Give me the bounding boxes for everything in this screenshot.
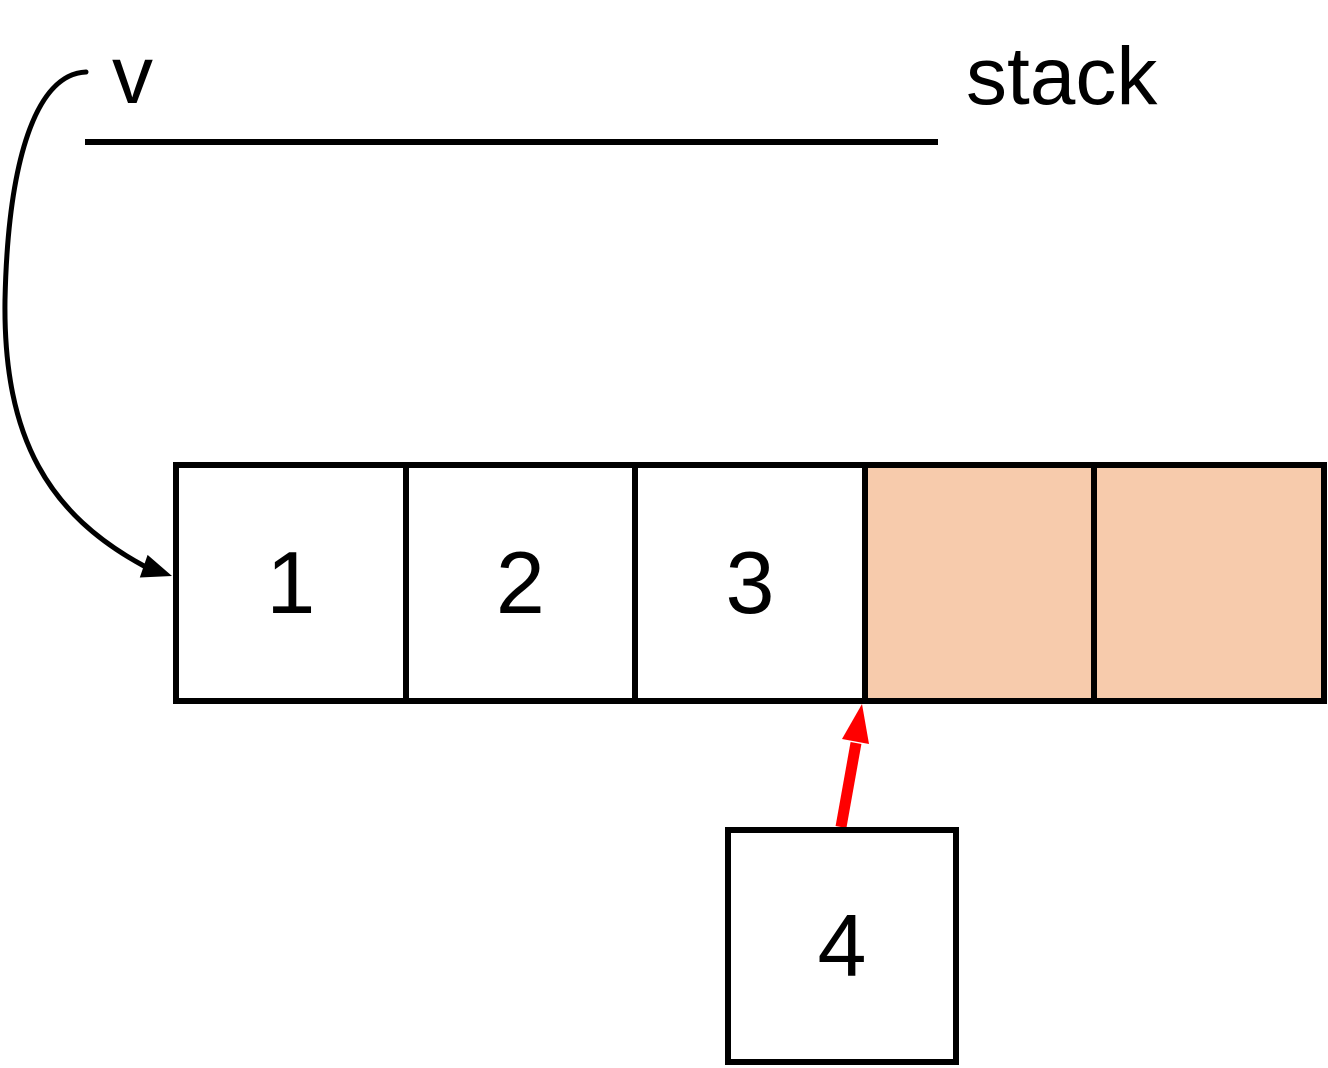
stack-cell-0: 1 — [179, 468, 409, 698]
push-arrow — [835, 704, 869, 828]
cell-value: 1 — [266, 533, 316, 632]
stack-cell-4 — [1097, 468, 1321, 698]
cell-value: 3 — [725, 533, 775, 632]
stack-cell-1: 2 — [408, 468, 639, 698]
pointer-curved-arrow-shaft — [2, 69, 147, 569]
stack-title-label: stack — [966, 31, 1158, 122]
stack-array: 1 2 3 — [173, 462, 1327, 704]
incoming-element-value: 4 — [817, 896, 867, 995]
stack-cell-2: 3 — [638, 468, 868, 698]
pointer-arrowhead-icon — [139, 554, 172, 578]
stack-pointer-label: v — [112, 30, 153, 121]
pointer-curved-arrow — [2, 69, 172, 578]
incoming-element-box: 4 — [725, 827, 959, 1065]
push-arrow-shaft — [835, 742, 862, 828]
push-arrowhead-icon — [842, 704, 869, 744]
stack-cell-3 — [867, 468, 1098, 698]
cell-value: 2 — [495, 533, 545, 632]
